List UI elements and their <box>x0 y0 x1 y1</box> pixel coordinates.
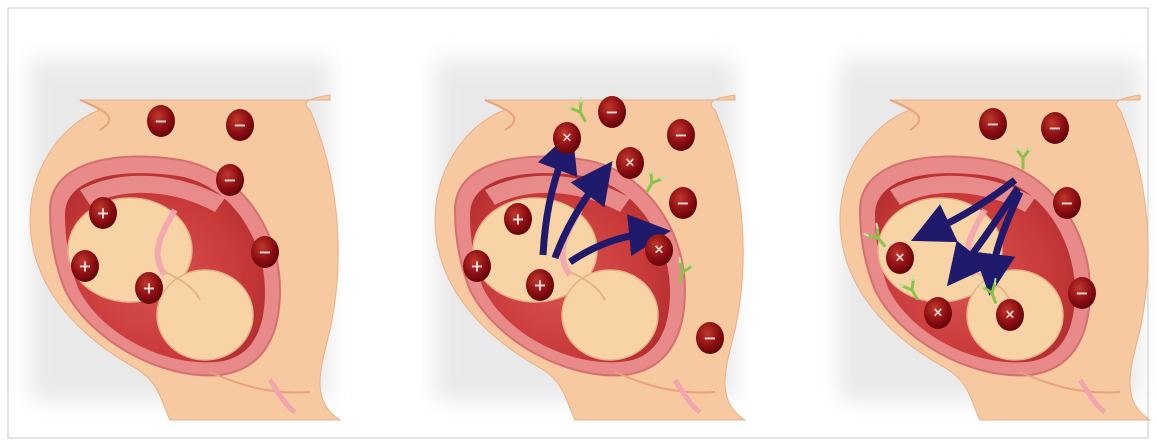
maternal-cell: − <box>669 187 697 219</box>
svg-text:+: + <box>142 279 155 298</box>
svg-text:+: + <box>78 257 91 276</box>
svg-text:−: − <box>676 194 689 213</box>
svg-text:−: − <box>605 103 618 122</box>
svg-text:−: − <box>1075 284 1088 303</box>
fetal-cell: + <box>71 250 99 282</box>
panel-1: + + + − − − − <box>30 60 340 420</box>
fetal-cell: + <box>463 250 491 282</box>
svg-text:−: − <box>223 171 236 190</box>
fetal-cell: + <box>89 197 117 229</box>
svg-text:−: − <box>674 126 687 145</box>
sensitized-cell: × <box>924 297 952 329</box>
maternal-cell: − <box>226 109 254 141</box>
svg-text:×: × <box>1005 308 1016 323</box>
fetal-cell: + <box>526 269 554 301</box>
maternal-cell: − <box>667 119 695 151</box>
sensitized-cell: × <box>616 147 644 179</box>
svg-text:−: − <box>1048 119 1061 138</box>
svg-text:−: − <box>986 115 999 134</box>
svg-text:+: + <box>470 257 483 276</box>
svg-text:×: × <box>625 156 636 171</box>
svg-text:−: − <box>258 243 271 262</box>
maternal-cell: − <box>1041 112 1069 144</box>
sensitized-cell: × <box>645 234 673 266</box>
svg-text:×: × <box>654 243 665 258</box>
maternal-cell: − <box>696 322 724 354</box>
maternal-cell: − <box>1068 277 1096 309</box>
panel-3: × × × − − − − <box>840 60 1150 420</box>
svg-text:×: × <box>933 306 944 321</box>
maternal-cell: − <box>216 164 244 196</box>
sensitized-cell: × <box>996 299 1024 331</box>
sensitized-cell: × <box>553 122 581 154</box>
maternal-cell: − <box>598 96 626 128</box>
svg-text:×: × <box>562 131 573 146</box>
maternal-cell: − <box>1053 187 1081 219</box>
svg-text:×: × <box>895 251 906 266</box>
fetal-cell: + <box>135 272 163 304</box>
maternal-cell: − <box>147 105 175 137</box>
svg-text:−: − <box>703 329 716 348</box>
maternal-cell: − <box>251 236 279 268</box>
svg-text:+: + <box>533 276 546 295</box>
svg-text:+: + <box>96 204 109 223</box>
panel-2: + + + × × × − − − − <box>435 60 745 420</box>
svg-text:+: + <box>511 210 524 229</box>
svg-text:−: − <box>1060 194 1073 213</box>
svg-text:−: − <box>233 116 246 135</box>
sensitized-cell: × <box>886 242 914 274</box>
svg-text:−: − <box>154 112 167 131</box>
fetal-cell: + <box>504 203 532 235</box>
maternal-cell: − <box>979 108 1007 140</box>
